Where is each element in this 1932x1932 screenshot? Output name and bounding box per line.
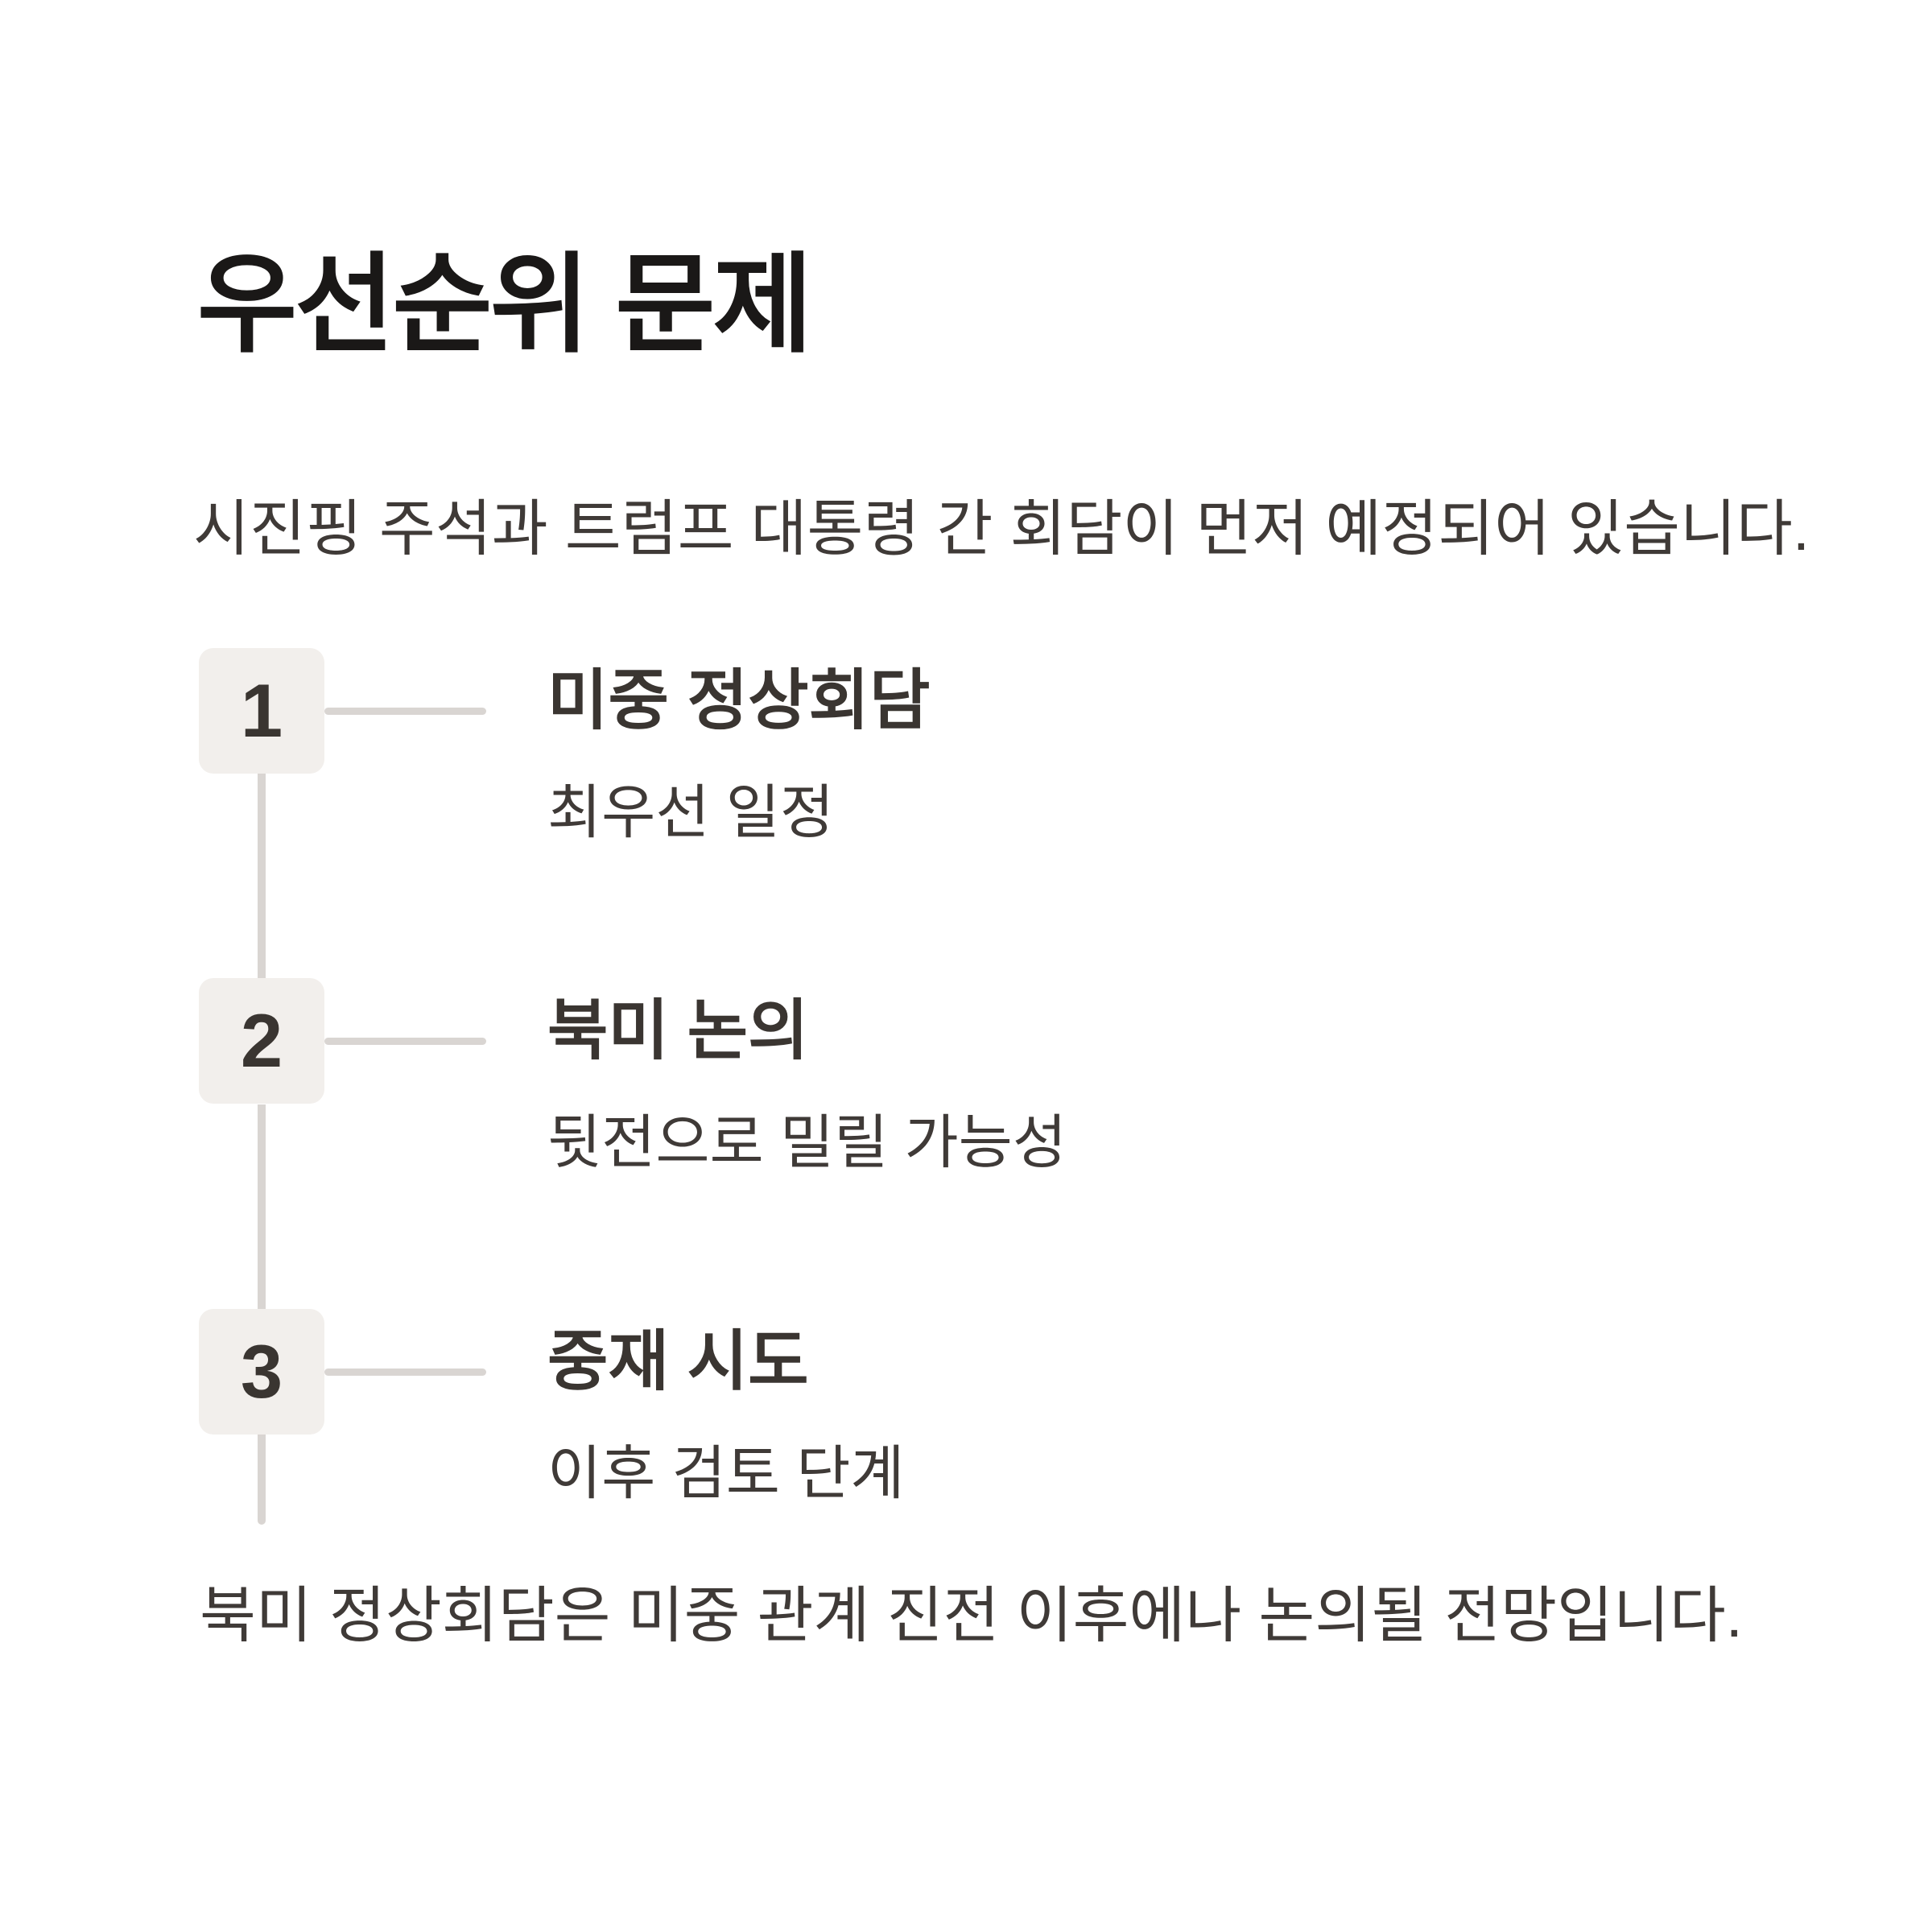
step-2-description: 뒷전으로 밀릴 가능성 (547, 1110, 1067, 1176)
step-2-connector-line (324, 1038, 486, 1045)
step-1-title: 미중 정상회담 (547, 664, 931, 737)
step-2-number: 2 (240, 998, 283, 1083)
page-title: 우선순위 문제 (197, 244, 813, 365)
vertical-connector-line-1 (258, 773, 266, 979)
step-3-connector-line (324, 1368, 486, 1376)
step-1-number: 1 (240, 668, 283, 753)
step-3-description: 이후 검토 단계 (547, 1441, 905, 1507)
vertical-connector-line-3 (258, 1435, 266, 1525)
step-2-title: 북미 논의 (547, 994, 809, 1067)
step-2-badge: 2 (199, 978, 324, 1104)
vertical-connector-line-2 (258, 1104, 266, 1310)
step-3-title: 중재 시도 (547, 1325, 809, 1398)
step-1-connector-line (324, 708, 486, 715)
step-3-badge: 3 (199, 1309, 324, 1435)
step-3-text-block: 중재 시도 이후 검토 단계 (547, 1325, 905, 1508)
step-2-text-block: 북미 논의 뒷전으로 밀릴 가능성 (547, 994, 1067, 1177)
step-3-number: 3 (240, 1329, 283, 1414)
step-1-badge: 1 (199, 648, 324, 774)
step-1-description: 최우선 일정 (547, 780, 835, 846)
intro-text: 시진핑 주석과 트럼프 대통령 간 회담이 먼저 예정되어 있습니다. (193, 495, 1810, 564)
step-1-text-block: 미중 정상회담 최우선 일정 (547, 664, 931, 847)
closing-text: 북미 정상회담은 미중 관계 진전 이후에나 논의될 전망입니다. (200, 1582, 1743, 1650)
